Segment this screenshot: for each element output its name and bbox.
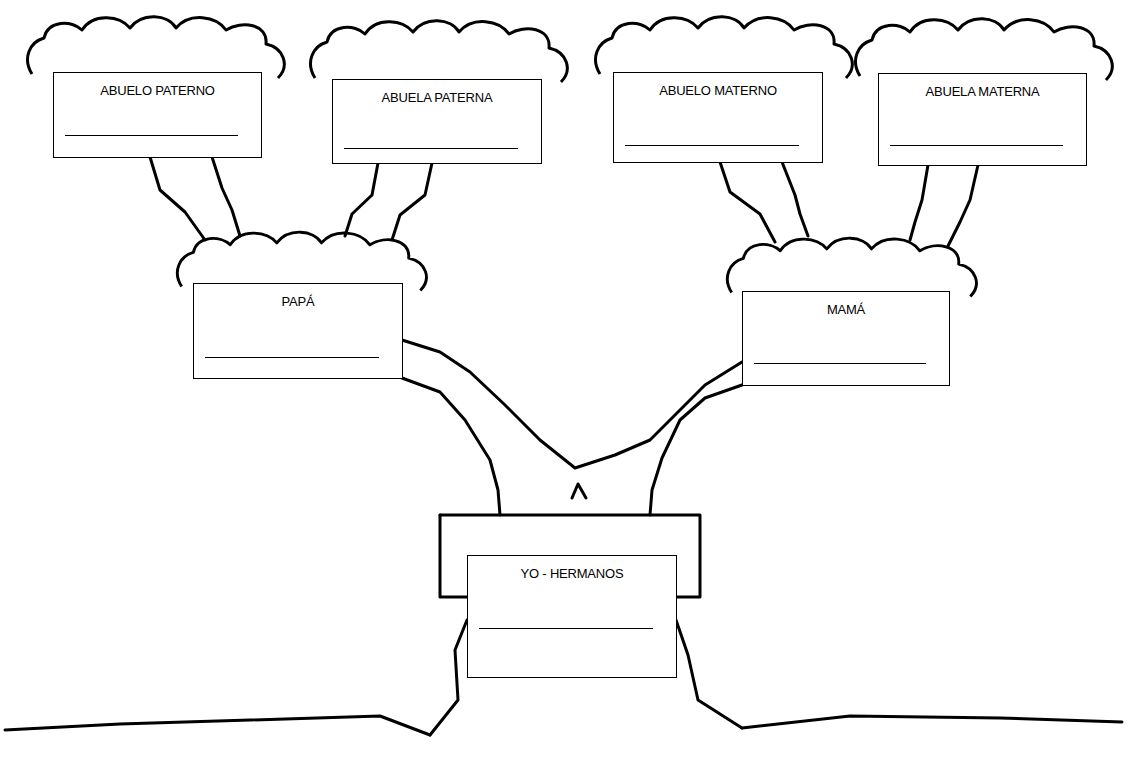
box-label: ABUELA MATERNA [883, 84, 1082, 99]
tree-branches [5, 157, 1122, 735]
box-label: MAMÁ [747, 302, 945, 317]
name-box: ABUELO MATERNO [613, 72, 823, 163]
box-label: ABUELA PATERNA [337, 90, 537, 105]
box-label: PAPÁ [198, 294, 398, 309]
fill-in-line [479, 628, 653, 629]
name-box: YO - HERMANOS [467, 555, 677, 678]
fill-in-line [890, 145, 1063, 146]
fill-in-line [344, 148, 518, 149]
fill-in-line [754, 363, 926, 364]
fill-in-line [625, 145, 799, 146]
name-box: ABUELO PATERNO [53, 72, 262, 158]
box-label: ABUELO PATERNO [58, 83, 257, 98]
box-label: YO - HERMANOS [472, 566, 672, 581]
fill-in-line [205, 357, 379, 358]
box-label: ABUELO MATERNO [618, 83, 818, 98]
foliage-clouds [28, 17, 1113, 297]
name-box: PAPÁ [193, 283, 403, 379]
name-box: MAMÁ [742, 291, 950, 386]
fill-in-line [65, 135, 238, 136]
name-box: ABUELA PATERNA [332, 79, 542, 164]
name-box: ABUELA MATERNA [878, 73, 1087, 166]
